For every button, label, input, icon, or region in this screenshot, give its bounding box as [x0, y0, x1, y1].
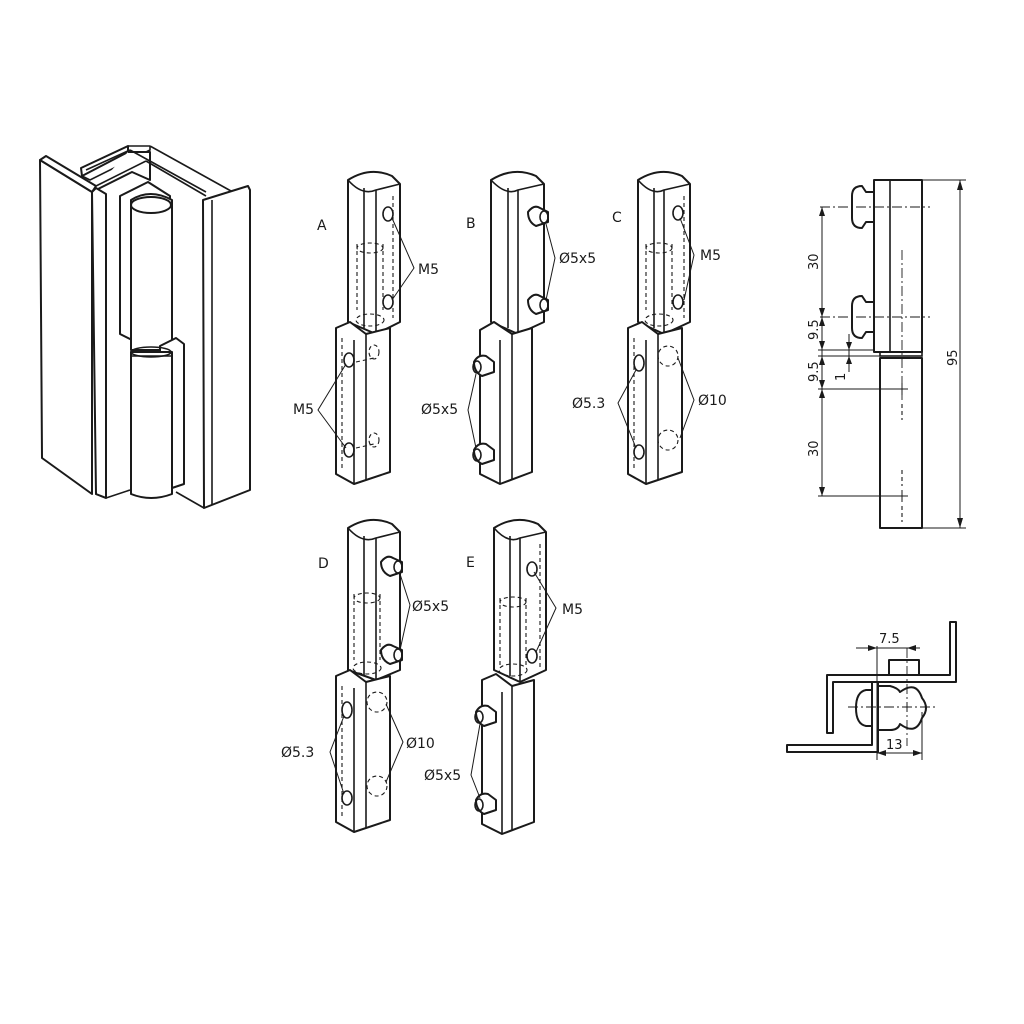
dim-pitch-upper: 30 [807, 253, 822, 270]
overview-isometric-hinge [39, 145, 251, 509]
callout-c-lower-right: Ø10 [698, 393, 727, 409]
dim-offset-lower: 9.5 [807, 361, 822, 382]
dim-width: 13 [886, 738, 903, 753]
variant-label-e: E [466, 555, 475, 571]
callout-b-upper: Ø5x5 [559, 251, 596, 267]
pin-icon [472, 442, 495, 465]
dim-axis-offset: 7.5 [879, 632, 900, 647]
variant-label-d: D [318, 556, 329, 572]
variant-b: B Ø5x5 Ø5x5 [421, 170, 596, 485]
pin-icon [527, 293, 549, 315]
top-view-dimensioned: 7.5 13 [786, 621, 957, 760]
pin-icon [474, 704, 497, 727]
variant-label-a: A [317, 218, 327, 234]
variant-e: E M5 Ø5x5 [424, 518, 583, 835]
side-view-dimensioned: 30 9.5 9.5 1 30 95 [807, 179, 966, 529]
variant-a: A M5 M5 [293, 170, 439, 485]
callout-e-upper: M5 [562, 602, 583, 618]
callout-d-upper: Ø5x5 [412, 599, 449, 615]
callout-b-lower: Ø5x5 [421, 402, 458, 418]
pin-icon [380, 555, 403, 577]
callout-a-upper: M5 [418, 262, 439, 278]
variant-label-c: C [612, 210, 622, 226]
pin-icon [527, 205, 549, 227]
callout-c-upper: M5 [700, 248, 721, 264]
callout-d-lower-right: Ø10 [406, 736, 435, 752]
callout-e-lower: Ø5x5 [424, 768, 461, 784]
dim-gap: 1 [834, 373, 849, 381]
callout-a-lower: M5 [293, 402, 314, 418]
pin-icon [380, 643, 403, 665]
pin-icon [474, 792, 497, 815]
variant-label-b: B [466, 216, 476, 232]
variant-c: C M5 Ø5.3 Ø10 [572, 170, 727, 485]
variant-d: D Ø5x5 Ø5.3 Ø10 [281, 518, 449, 833]
callout-c-lower-left: Ø5.3 [572, 396, 605, 412]
dim-overall: 95 [946, 349, 961, 366]
callout-d-lower-left: Ø5.3 [281, 745, 314, 761]
pin-icon [472, 354, 495, 377]
dim-pitch-lower: 30 [807, 440, 822, 457]
dim-offset-upper: 9.5 [807, 319, 822, 340]
